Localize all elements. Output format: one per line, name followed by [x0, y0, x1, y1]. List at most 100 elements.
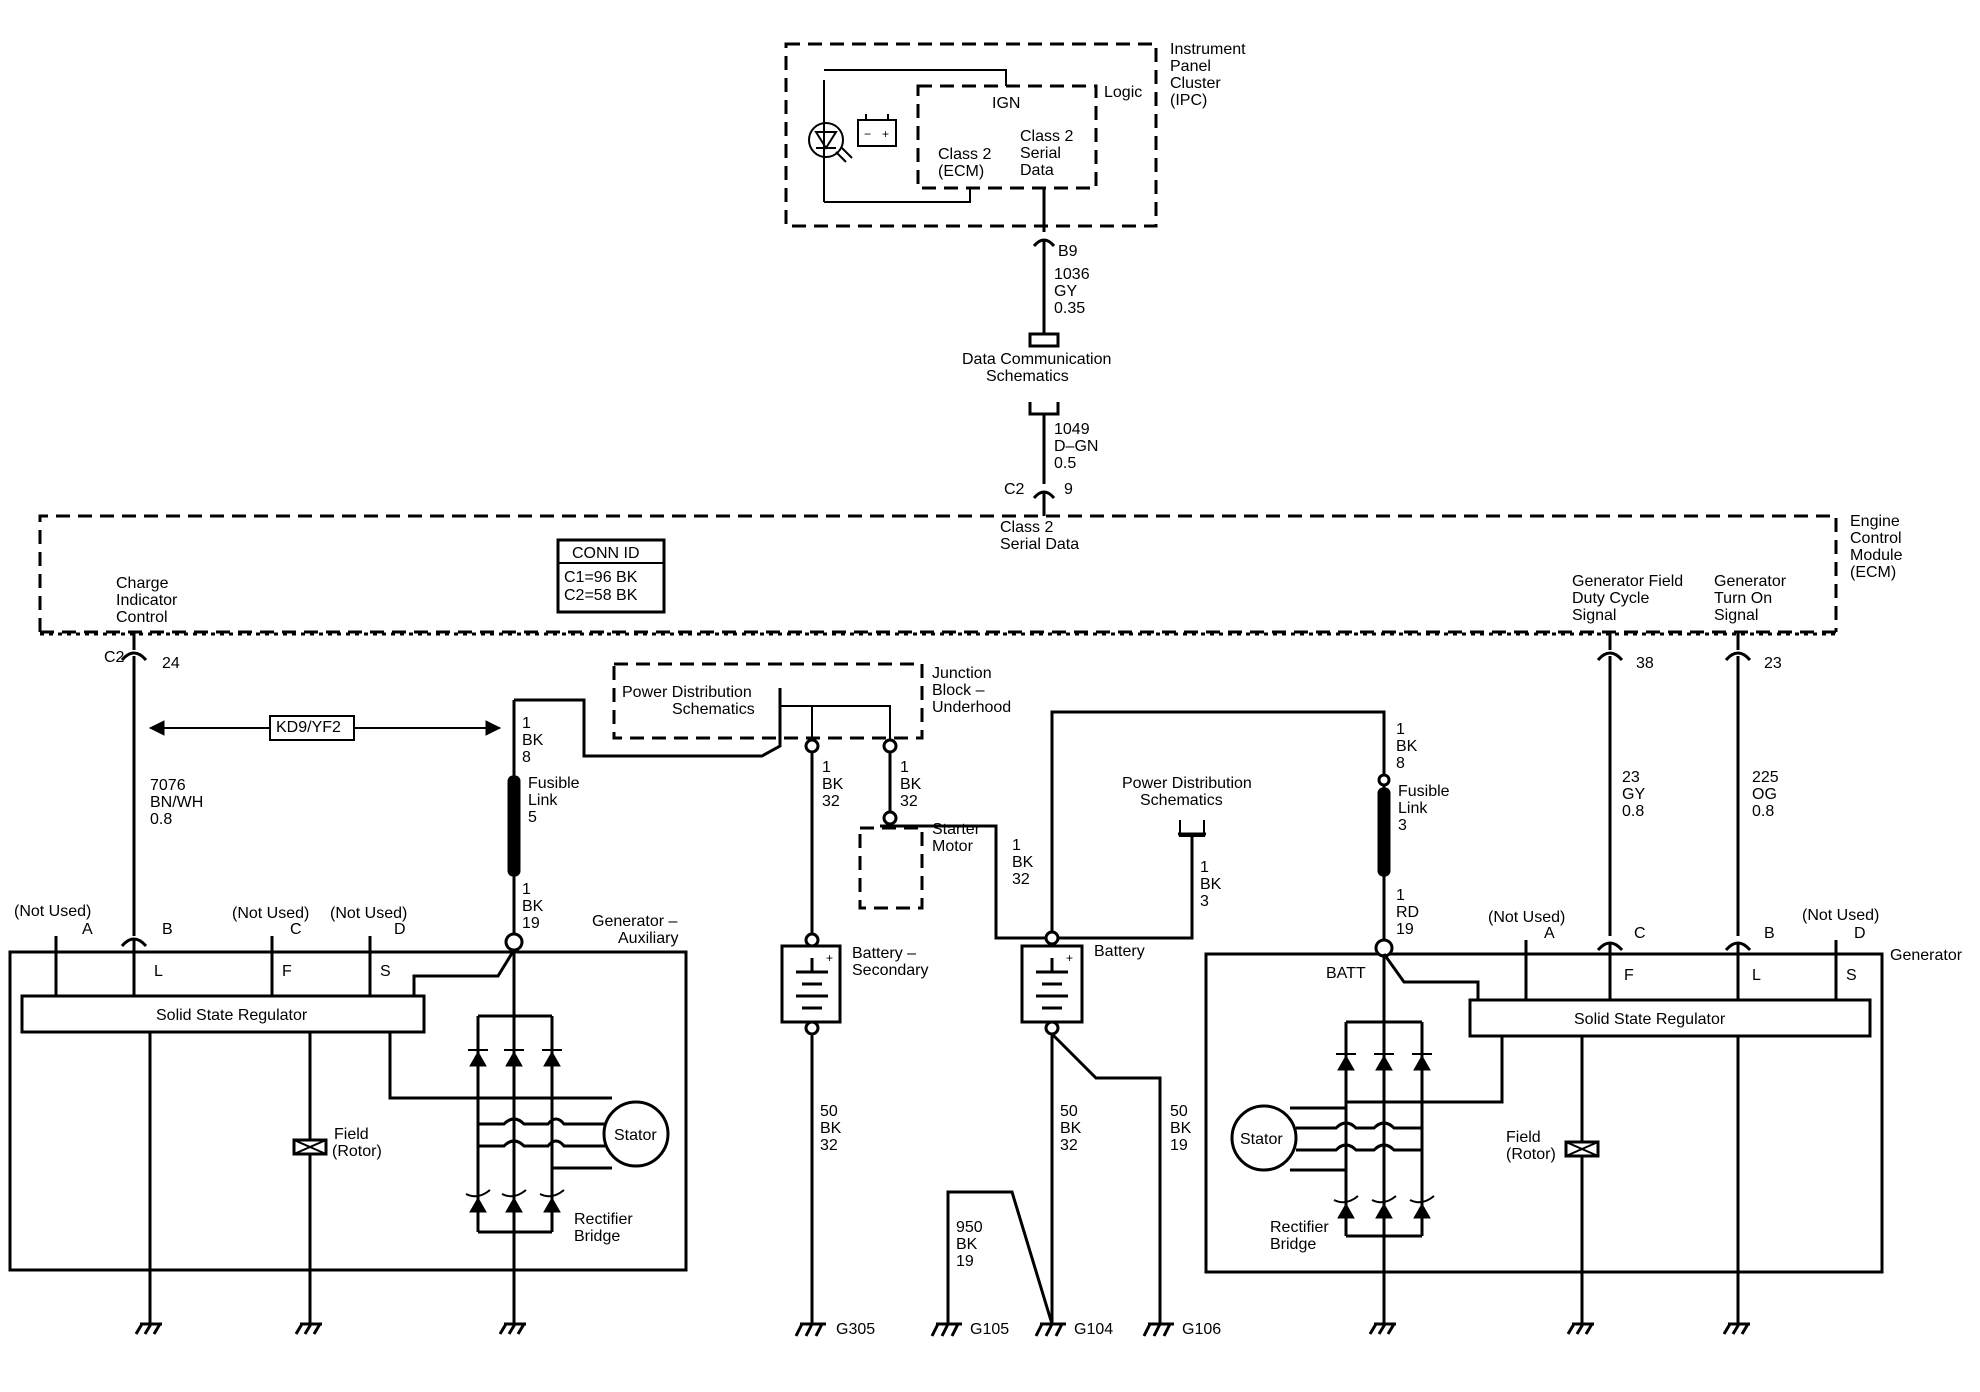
- right-tab-f: F: [1624, 967, 1634, 984]
- starter-2: Motor: [932, 838, 974, 855]
- gen-field-line-1: Generator Field: [1572, 573, 1683, 590]
- w1bk32c-1: 1: [1012, 837, 1021, 854]
- left-rectifier-diodes: [465, 1049, 565, 1213]
- charge-indicator-line-3: Control: [116, 609, 168, 626]
- w1bk3-2: BK: [1200, 876, 1222, 893]
- wire-1036-line-3: 0.35: [1054, 300, 1085, 317]
- battery-secondary-2: Secondary: [852, 962, 929, 979]
- right-pin-b: B: [1764, 925, 1775, 942]
- junction-1: Junction: [932, 665, 992, 682]
- right-generator: 1 BK 8 Fusible Link 3 1 RD 19 23 GY 0.8 …: [1204, 721, 1963, 1335]
- w1bk3-1: 1: [1200, 859, 1209, 876]
- w50bk32a-1: 50: [820, 1103, 838, 1120]
- w23gy-3: 0.8: [1622, 803, 1644, 820]
- right-stator-label: Stator: [1240, 1131, 1283, 1148]
- right-w1bk8-1: 1: [1396, 721, 1405, 738]
- svg-text:−: −: [864, 127, 871, 141]
- w225og-1: 225: [1752, 769, 1779, 786]
- right-fusible-2: Link: [1398, 800, 1428, 817]
- w50bk32a-3: 32: [820, 1137, 838, 1154]
- right-not-used-d: (Not Used): [1802, 907, 1879, 924]
- w23gy-1: 23: [1622, 769, 1640, 786]
- gen-turn-on-line-3: Signal: [1714, 607, 1758, 624]
- left-not-used-a: (Not Used): [14, 903, 91, 920]
- wire-1036-line-1: 1036: [1054, 266, 1090, 283]
- left-not-used-d: (Not Used): [330, 905, 407, 922]
- battery-secondary-1: Battery –: [852, 945, 916, 962]
- ipc-ign-label: IGN: [992, 95, 1020, 112]
- gen-turn-on-line-1: Generator: [1714, 573, 1787, 590]
- ipc-name-line-1: Instrument: [1170, 41, 1246, 58]
- b9-label: B9: [1058, 243, 1078, 260]
- data-comm-line-2: Schematics: [986, 368, 1069, 385]
- charge-indicator-line-2: Indicator: [116, 592, 178, 609]
- ipc-class2-serial-2: Serial: [1020, 145, 1061, 162]
- secondary-battery-circuit: 1 BK 32 + Battery – Secondary 50 BK 32 G…: [780, 752, 929, 1338]
- ipc-class2-ecm-1: Class 2: [938, 146, 991, 163]
- right-w1bk8-2: BK: [1396, 738, 1418, 755]
- ipc-class2-serial-3: Data: [1020, 162, 1054, 179]
- left-pin-a: A: [82, 921, 93, 938]
- charge-indicator-line-1: Charge: [116, 575, 169, 592]
- charge-indicator-lamp-icon: [808, 122, 853, 163]
- pd-schem-2: Schematics: [672, 701, 755, 718]
- left-tab-s: S: [380, 963, 391, 980]
- wire-7076-line-1: 7076: [150, 777, 186, 794]
- w950-2: BK: [956, 1236, 978, 1253]
- right-pin-d: D: [1854, 925, 1866, 942]
- wire-7076-line-3: 0.8: [150, 811, 172, 828]
- left-pin-d: D: [394, 921, 406, 938]
- left-field-rotor-icon: [292, 1138, 328, 1156]
- main-battery-circuit: Power Distribution Schematics 1 BK 3 + B…: [930, 710, 1386, 1338]
- right-pin-c: C: [1634, 925, 1646, 942]
- right-w1rd19-2: RD: [1396, 904, 1419, 921]
- right-generator-label: Generator: [1890, 947, 1963, 964]
- ecm-module: Engine Control Module (ECM) CONN ID C1=9…: [38, 513, 1903, 672]
- w950-1: 950: [956, 1219, 983, 1236]
- conn-id-line-1: C1=96 BK: [564, 569, 638, 586]
- left-rectifier-2: Bridge: [574, 1228, 620, 1245]
- w50bk32b-1: 50: [1060, 1103, 1078, 1120]
- left-w1bk19-3: 19: [522, 915, 540, 932]
- right-batt-label: BATT: [1326, 965, 1366, 982]
- w950-3: 19: [956, 1253, 974, 1270]
- starter-1: Starter: [932, 821, 981, 838]
- conn-id-title: CONN ID: [572, 545, 640, 562]
- left-field-1: Field: [334, 1126, 369, 1143]
- right-rectifier-1: Rectifier: [1270, 1219, 1329, 1236]
- left-w1bk8-1: 1: [522, 715, 531, 732]
- left-fusible-2: Link: [528, 792, 558, 809]
- left-fusible-3: 5: [528, 809, 537, 826]
- pin-9-label: 9: [1064, 481, 1073, 498]
- ipc-name-line-4: (IPC): [1170, 92, 1207, 109]
- c2-top-label: C2: [1004, 481, 1025, 498]
- left-w1bk8-3: 8: [522, 749, 531, 766]
- g106-label: G106: [1182, 1321, 1221, 1338]
- ipc-logic-label: Logic: [1104, 84, 1142, 101]
- wire-1036-line-2: GY: [1054, 283, 1077, 300]
- right-field-1: Field: [1506, 1129, 1541, 1146]
- pd-schem2-1: Power Distribution: [1122, 775, 1252, 792]
- ecm-connectors: [120, 632, 1752, 936]
- ecm-name-line-2: Control: [1850, 530, 1902, 547]
- pd-schem-1: Power Distribution: [622, 684, 752, 701]
- w1bk3-3: 3: [1200, 893, 1209, 910]
- w1bk32a-2: BK: [822, 776, 844, 793]
- w50bk19-2: BK: [1170, 1120, 1192, 1137]
- left-gen-aux-2: Auxiliary: [618, 930, 678, 947]
- starter-circuit: 1 BK 32 Starter Motor 1 BK 32: [858, 752, 1052, 940]
- svg-text:+: +: [882, 127, 889, 141]
- gen-field-line-3: Signal: [1572, 607, 1616, 624]
- battery-secondary-plus-icon: +: [826, 951, 833, 965]
- right-pin-a: A: [1544, 925, 1555, 942]
- gen-turn-on-line-2: Turn On: [1714, 590, 1772, 607]
- class2-serial-data-wire: B9 1036 GY 0.35 Data Communication Schem…: [962, 188, 1111, 553]
- right-rectifier-diodes: [1333, 1053, 1435, 1219]
- left-w1bk19-2: BK: [522, 898, 544, 915]
- right-rectifier-2: Bridge: [1270, 1236, 1316, 1253]
- w50bk19-1: 50: [1170, 1103, 1188, 1120]
- left-pin-c: C: [290, 921, 302, 938]
- g305-label: G305: [836, 1321, 875, 1338]
- right-w1rd19-1: 1: [1396, 887, 1405, 904]
